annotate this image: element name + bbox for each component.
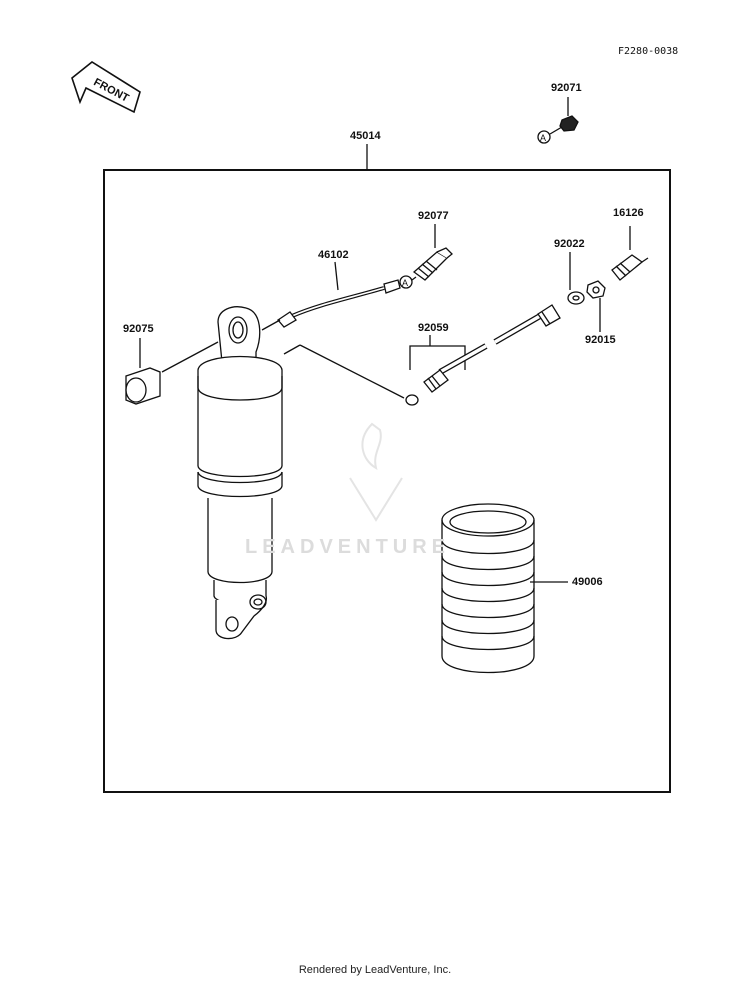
- part-92059[interactable]: 92059: [418, 322, 449, 334]
- washer-92022-icon: [567, 252, 585, 305]
- part-46102[interactable]: 46102: [318, 249, 349, 261]
- footer-credit: Rendered by LeadVenture, Inc.: [298, 964, 452, 976]
- assembly-frame: [103, 169, 671, 793]
- part-45014[interactable]: 45014: [350, 130, 381, 142]
- bellows-49006-icon: [441, 503, 568, 674]
- part-92022[interactable]: 92022: [554, 238, 585, 250]
- hose-46102-icon: [277, 261, 401, 328]
- fitting-92077-icon: A: [399, 224, 453, 289]
- nut-92015-icon: [586, 280, 606, 332]
- watermark-text: LEADVENTURE: [245, 536, 451, 558]
- valve-16126-icon: [611, 226, 649, 281]
- part-92077[interactable]: 92077: [418, 210, 449, 222]
- part-49006[interactable]: 49006: [572, 576, 603, 588]
- shock-absorber-icon: [161, 306, 405, 640]
- ref-marker-a-1: A: [540, 133, 546, 143]
- bush-92075-icon: [125, 338, 161, 405]
- watermark-logo-icon: [349, 422, 403, 522]
- part-92075[interactable]: 92075: [123, 323, 154, 335]
- ref-marker-a-2: A: [402, 278, 408, 288]
- figure-code: F2280-0038: [618, 46, 679, 57]
- nut-92071-icon: A: [537, 97, 579, 144]
- part-16126[interactable]: 16126: [613, 207, 644, 219]
- front-arrow-icon: FRONT: [71, 61, 141, 114]
- tube-92059-icon: [405, 304, 561, 406]
- part-92015[interactable]: 92015: [585, 334, 616, 346]
- part-92071[interactable]: 92071: [551, 82, 582, 94]
